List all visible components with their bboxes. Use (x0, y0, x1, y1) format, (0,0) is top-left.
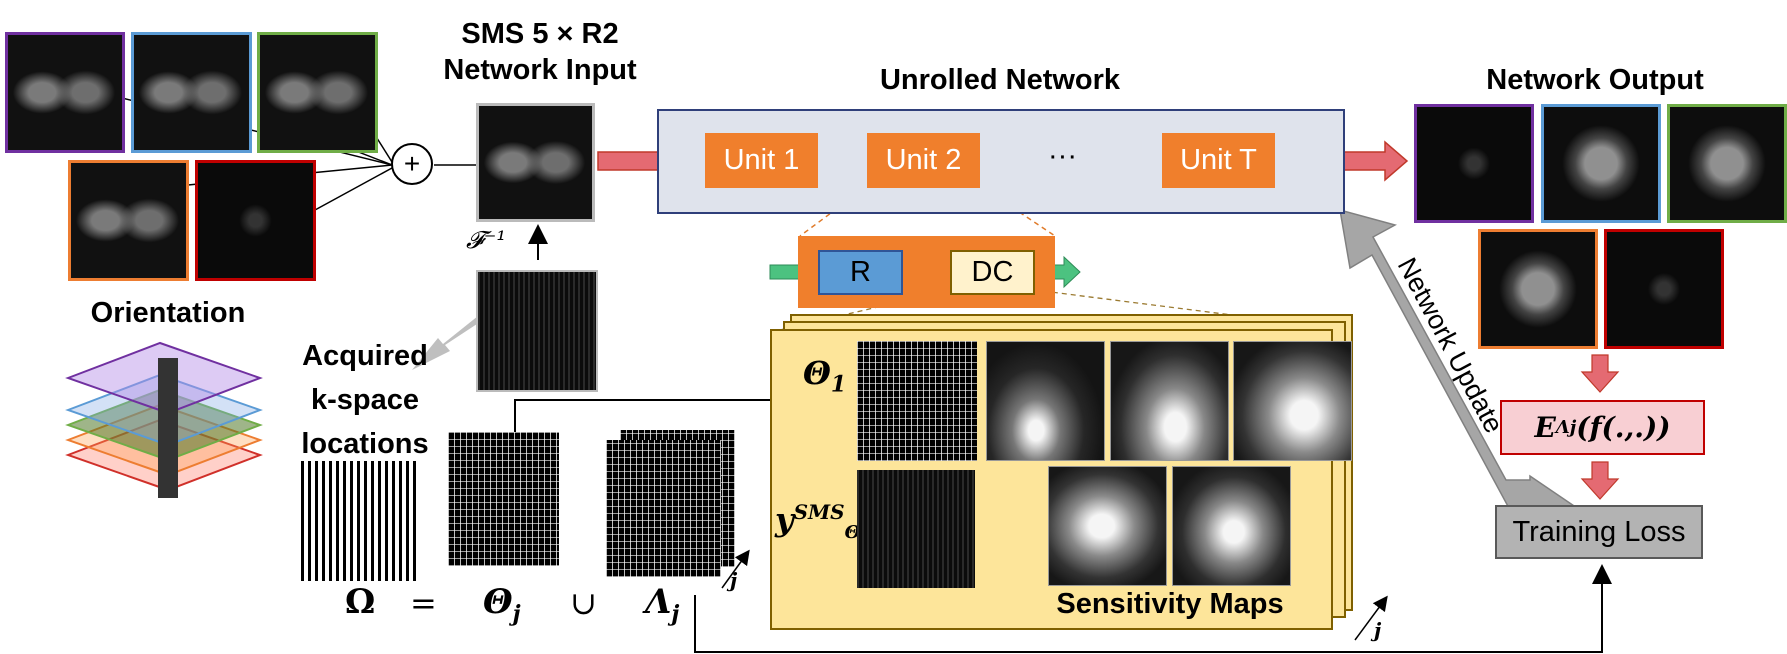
theta-to-panel-line (514, 390, 861, 432)
acquired-pointer-arrow (412, 316, 480, 370)
network-input-image (476, 103, 595, 222)
theta1-mask (857, 341, 977, 461)
inverse-fourier-label: 𝓕⁻¹ (466, 226, 507, 254)
network-output-title: Network Output (1486, 64, 1704, 96)
theta1-subscript: 1 (830, 371, 847, 398)
theta1-symbol: Θ (803, 354, 831, 392)
equation-theta: Θj (483, 582, 521, 627)
acquired-label-line1: Acquired (302, 340, 428, 372)
input-slice-green (257, 32, 378, 153)
input-slice-purple (5, 32, 125, 153)
unit-2-block: Unit 2 (867, 133, 980, 188)
y-sms-superscript: SMS (793, 500, 845, 524)
lambda-mask-front (606, 440, 721, 577)
y-sms-kspace (857, 470, 975, 588)
output-slice-purple (1414, 104, 1534, 223)
equation-equals: = (410, 584, 437, 622)
training-loss-box: Training Loss (1495, 505, 1703, 559)
output-slice-blue (1541, 104, 1661, 223)
y-sms-label: ySMSΘ₁ (775, 500, 868, 543)
unit-t-block: Unit T (1162, 133, 1275, 188)
j-arrow-panel (1354, 595, 1388, 641)
input-slice-blue (131, 32, 252, 153)
sms-input-title-line1: SMS 5 × R2 (461, 18, 619, 50)
loss-red-arrows (1580, 354, 1620, 500)
sensitivity-map-4 (1048, 466, 1167, 586)
j-label-lambda: j (730, 568, 738, 592)
sum-operator: + (391, 143, 433, 185)
j-label-panel: j (1374, 618, 1382, 642)
sms-input-title: SMS 5 × R2 Network Input (415, 16, 665, 88)
acquired-label-line2: k-space (310, 384, 419, 416)
sensitivity-map-1 (986, 341, 1105, 461)
input-slice-red (195, 160, 316, 281)
data-consistency-block: DC (950, 250, 1035, 295)
omega-mask (301, 461, 420, 581)
sms-input-title-line2: Network Input (443, 54, 637, 86)
plus-sign: + (403, 148, 421, 179)
equation-theta-symbol: Θ (483, 582, 513, 622)
orientation-label: Orientation (90, 297, 246, 329)
sensitivity-map-2 (1110, 341, 1229, 461)
sensitivity-map-5 (1172, 466, 1291, 586)
orientation-slices-graphic (65, 341, 263, 498)
output-slice-red (1604, 229, 1724, 349)
loss-e-symbol: E (1534, 411, 1556, 444)
unit-1-block: Unit 1 (705, 133, 818, 188)
unit-ellipsis: ··· (1048, 140, 1077, 172)
equation-omega: Ω (345, 582, 376, 622)
output-slice-green (1667, 104, 1787, 223)
acquired-kspace-image (476, 270, 598, 392)
equation-union: ∪ (570, 584, 597, 622)
equation-lambda-subscript: j (671, 600, 680, 627)
equation-theta-subscript: j (512, 600, 521, 627)
sensitivity-maps-label: Sensitivity Maps (1056, 588, 1284, 620)
y-sms-symbol: y (775, 500, 794, 539)
output-slice-orange (1478, 229, 1598, 349)
unrolled-network-title: Unrolled Network (879, 64, 1121, 96)
network-update-arrow (1339, 208, 1583, 511)
regularizer-block: R (818, 250, 903, 295)
acquired-label-line3: locations (301, 428, 429, 460)
sensitivity-map-3 (1233, 341, 1352, 461)
acquired-kspace-label: Acquired k-space locations (280, 334, 450, 466)
j-arrow-lambda (721, 549, 750, 589)
loss-arguments: (f(.,.)) (1576, 411, 1671, 444)
loss-subscript: Λj (1555, 417, 1577, 438)
theta1-label: Θ1 (803, 354, 846, 397)
equation-lambda-symbol: Λ (645, 582, 672, 622)
lambda-to-loss-line (694, 564, 1612, 653)
theta-mask (448, 432, 559, 566)
input-slice-orange (68, 160, 189, 281)
equation-lambda: Λj (645, 582, 679, 627)
